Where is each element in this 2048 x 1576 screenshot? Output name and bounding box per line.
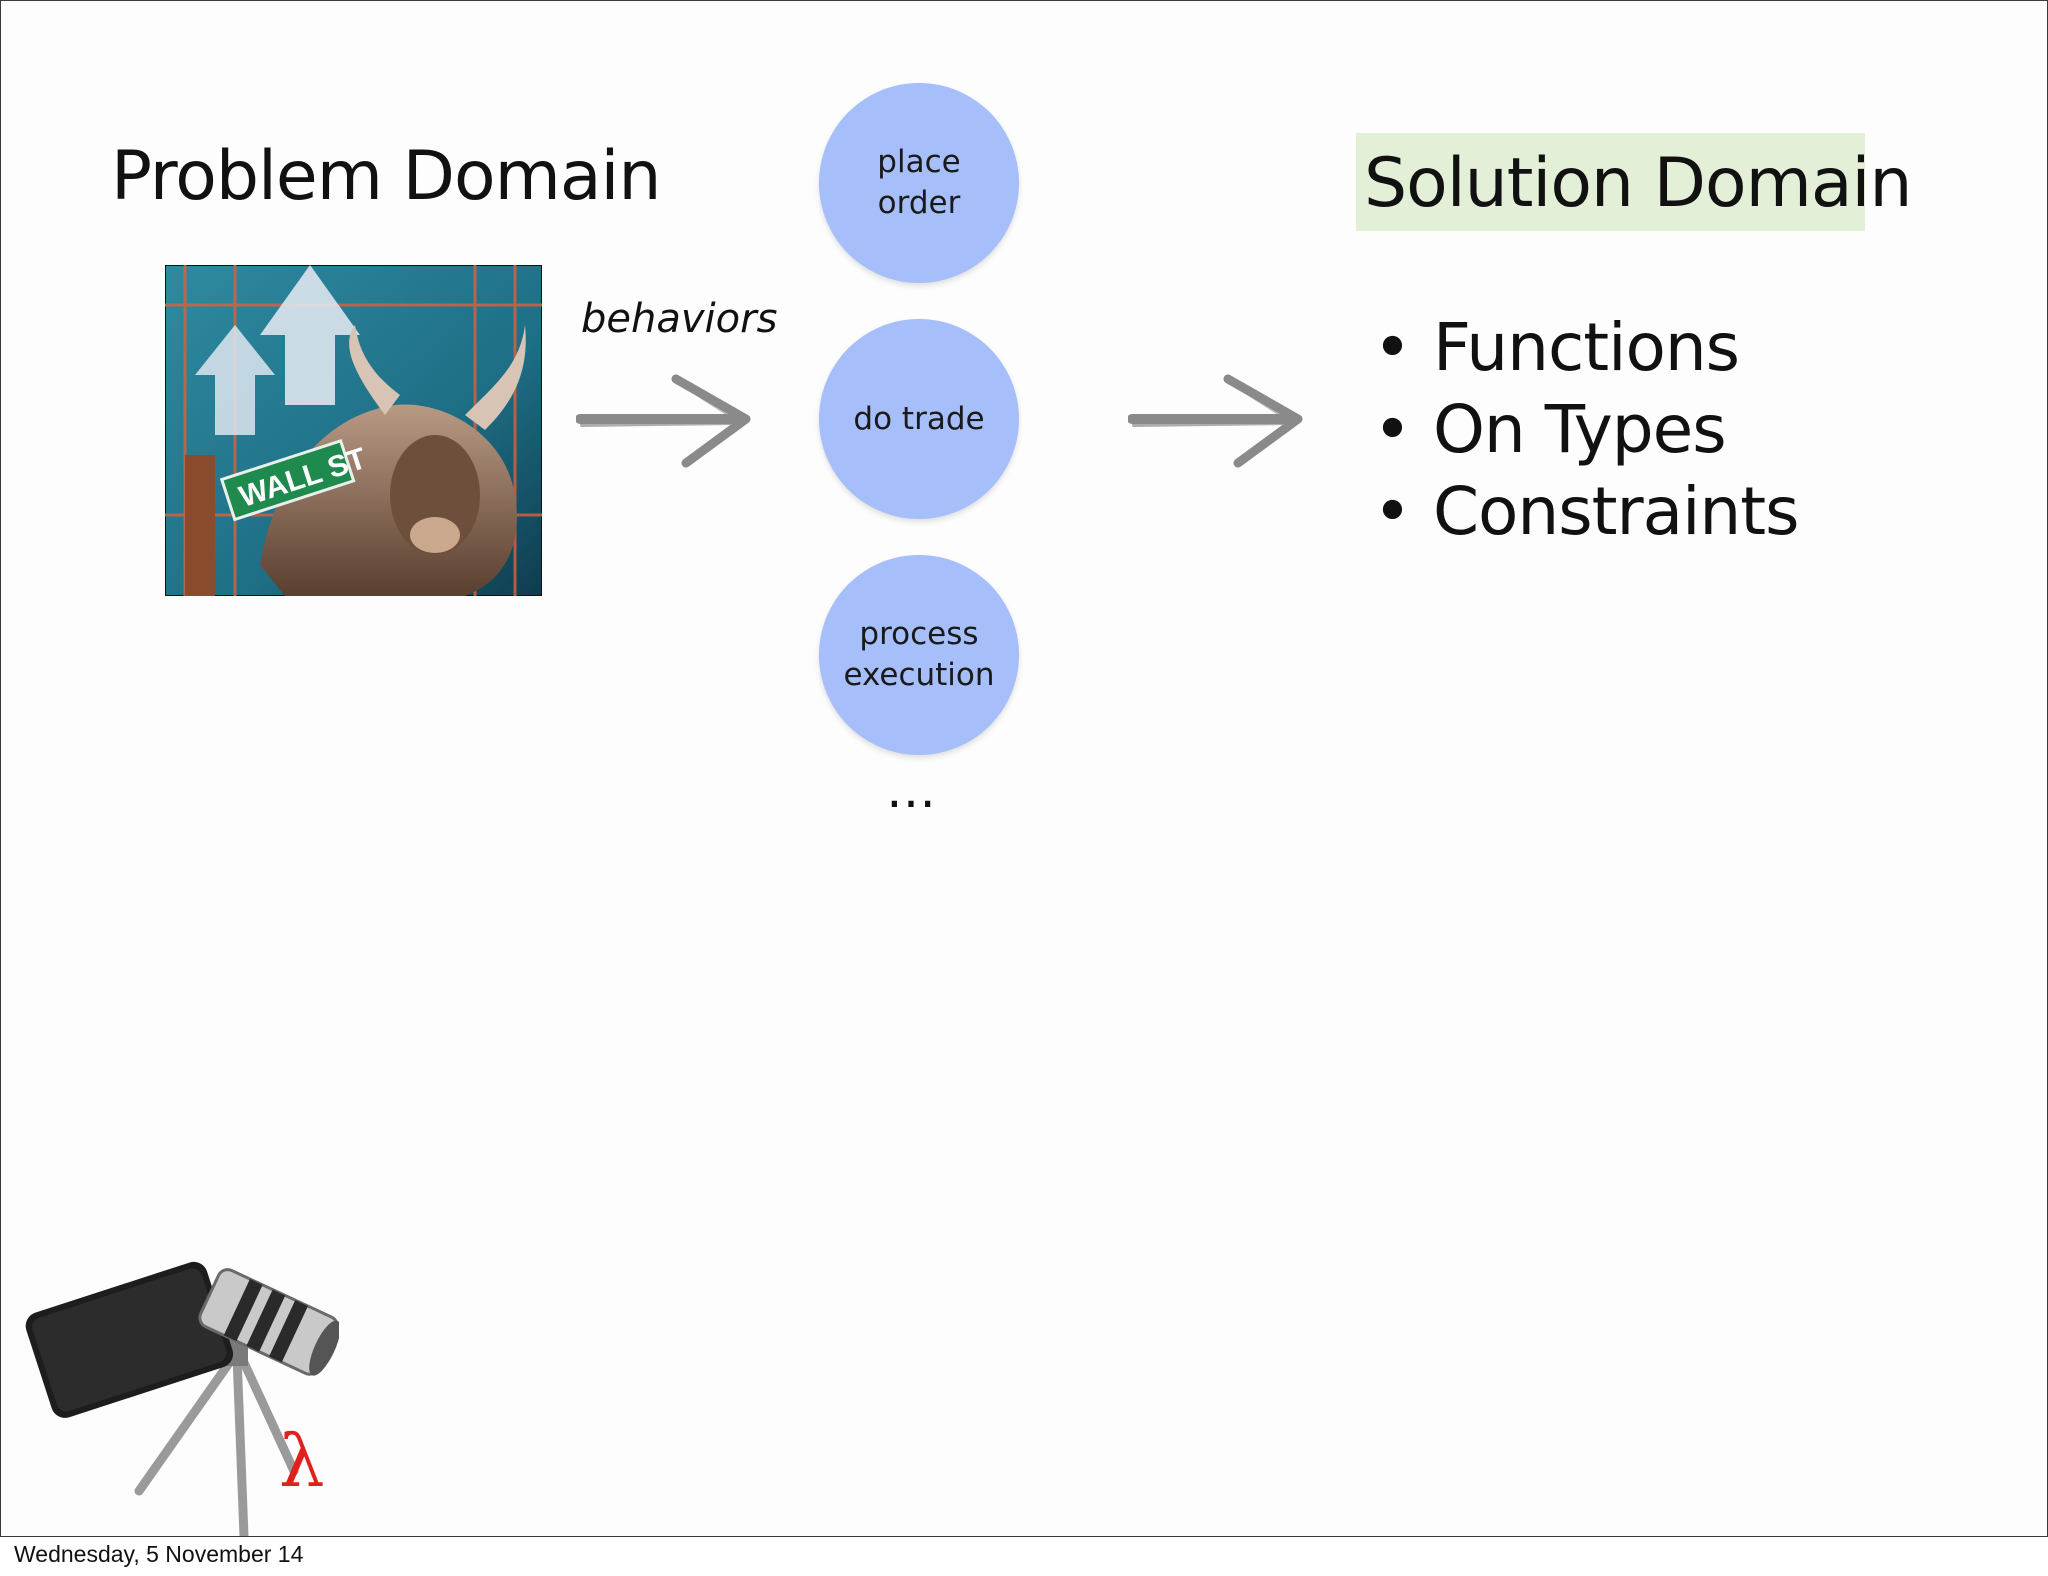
slide: Problem Domain W xyxy=(0,0,2048,1537)
sketch-arrow-icon xyxy=(576,374,751,468)
solution-list: Functions On Types Constraints xyxy=(1373,307,1800,553)
behavior-label: do trade xyxy=(853,400,985,437)
solution-item: Functions xyxy=(1373,307,1799,389)
problem-domain-title: Problem Domain xyxy=(111,137,661,216)
wall-street-bull-image: WALL ST xyxy=(165,265,542,596)
telephoto-phone-lambda-logo: λ xyxy=(25,1261,339,1536)
behavior-do-trade: do trade xyxy=(819,319,1019,519)
solution-item: On Types xyxy=(1373,389,1799,471)
solution-domain-highlight xyxy=(1356,133,1865,231)
behavior-label: place order xyxy=(877,144,961,221)
lambda-symbol: λ xyxy=(279,1419,325,1503)
solution-domain-title: Solution Domain xyxy=(1364,144,1912,223)
more-behaviors-ellipsis: … xyxy=(886,761,938,819)
solution-item: Constraints xyxy=(1373,471,1800,553)
behavior-label: process execution xyxy=(843,616,995,693)
sketch-arrow-icon xyxy=(1128,374,1303,468)
footer-date: Wednesday, 5 November 14 xyxy=(14,1541,304,1567)
behavior-place-order: place order xyxy=(819,83,1019,283)
behavior-process-execution: process execution xyxy=(819,555,1019,755)
behaviors-label: behaviors xyxy=(581,296,778,342)
